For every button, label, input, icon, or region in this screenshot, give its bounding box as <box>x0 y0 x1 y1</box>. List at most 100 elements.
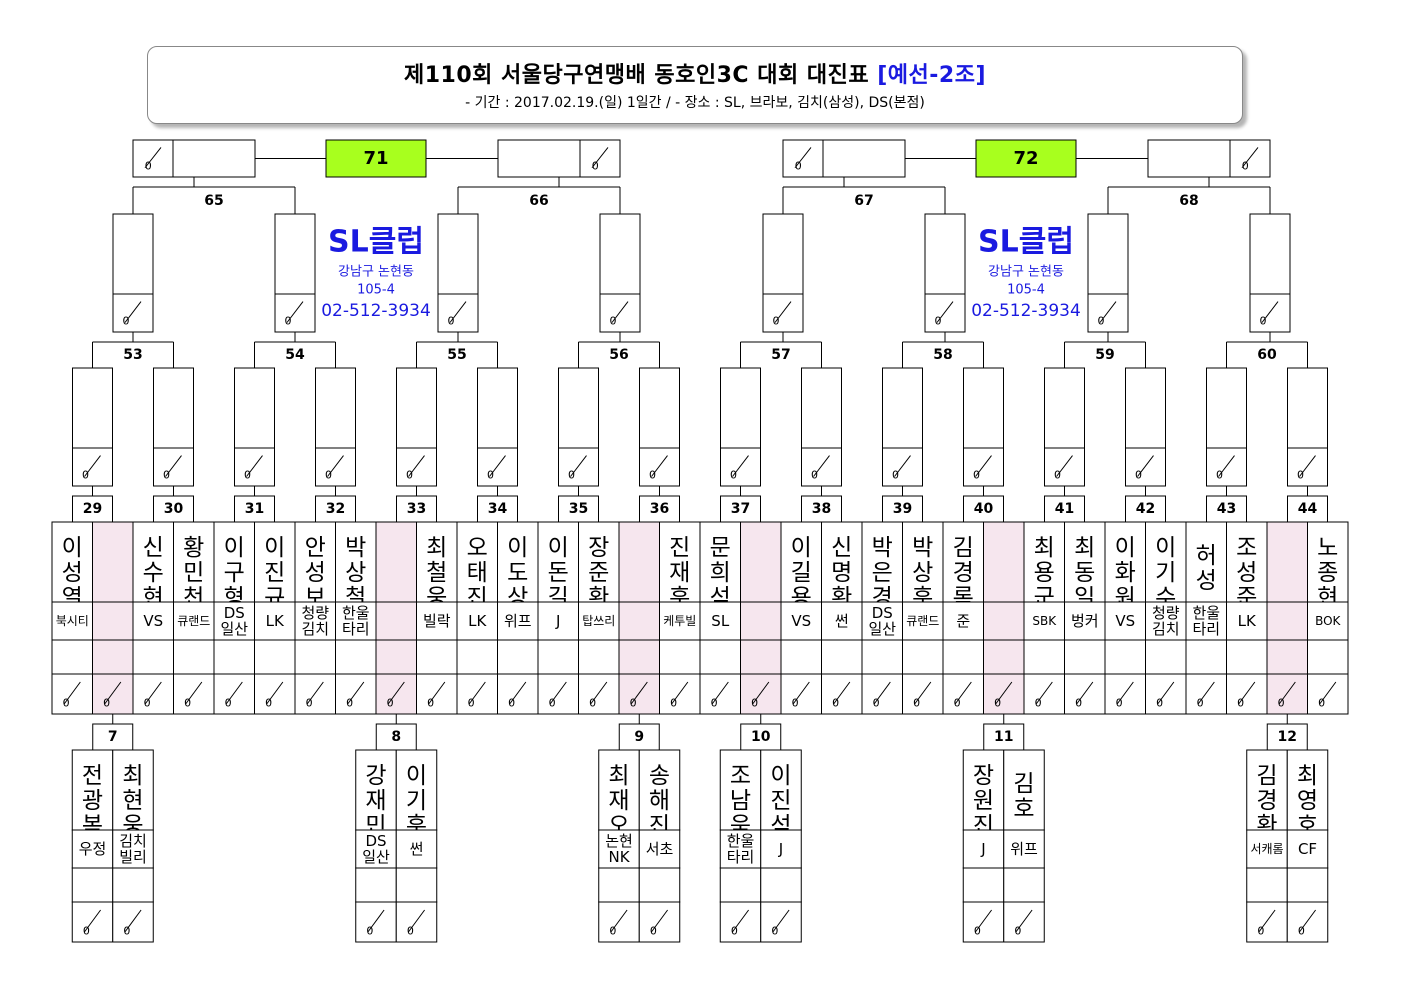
score-cell[interactable] <box>254 673 296 715</box>
score-cell[interactable] <box>416 673 458 715</box>
score-cell[interactable] <box>375 673 417 715</box>
player-name-cell[interactable] <box>659 521 701 603</box>
score-cell[interactable] <box>1003 901 1045 943</box>
player-name-cell[interactable] <box>1003 749 1045 831</box>
round2-slot[interactable] <box>315 367 356 487</box>
player-name-cell[interactable] <box>92 521 134 603</box>
score-cell[interactable] <box>335 673 377 715</box>
score-cell[interactable] <box>497 673 539 715</box>
player-name-cell[interactable] <box>1104 521 1146 603</box>
score-cell[interactable] <box>71 901 114 943</box>
finals-slot[interactable] <box>1147 139 1271 178</box>
score-cell[interactable] <box>861 673 903 715</box>
round2-slot[interactable] <box>882 367 923 487</box>
player-name-cell[interactable] <box>638 749 681 831</box>
player-name-cell[interactable] <box>1246 749 1288 831</box>
score-cell[interactable] <box>699 673 741 715</box>
round2-slot[interactable] <box>234 367 275 487</box>
score-cell[interactable] <box>294 673 336 715</box>
round2-slot[interactable] <box>801 367 842 487</box>
player-name-cell[interactable] <box>1266 521 1308 603</box>
player-name-cell[interactable] <box>395 749 438 831</box>
score-cell[interactable] <box>1064 673 1106 715</box>
score-cell[interactable] <box>760 901 802 943</box>
score-cell[interactable] <box>537 673 579 715</box>
score-cell[interactable] <box>598 901 640 943</box>
score-cell[interactable] <box>132 673 174 715</box>
score-cell[interactable] <box>1226 673 1268 715</box>
player-name-cell[interactable] <box>375 521 417 603</box>
round2-slot[interactable] <box>1206 367 1247 487</box>
score-cell[interactable] <box>578 673 620 715</box>
score-cell[interactable] <box>719 901 762 943</box>
score-cell[interactable] <box>456 673 498 715</box>
finals-slot[interactable] <box>782 139 906 178</box>
score-cell[interactable] <box>213 673 255 715</box>
finals-slot[interactable] <box>497 139 621 178</box>
player-name-cell[interactable] <box>335 521 377 603</box>
score-cell[interactable] <box>1185 673 1227 715</box>
score-cell[interactable] <box>821 673 863 715</box>
score-cell[interactable] <box>902 673 944 715</box>
score-cell[interactable] <box>780 673 822 715</box>
round3-slot[interactable] <box>112 213 154 333</box>
score-cell[interactable] <box>51 673 93 715</box>
score-cell[interactable] <box>983 673 1025 715</box>
player-name-cell[interactable] <box>942 521 984 603</box>
player-name-cell[interactable] <box>456 521 498 603</box>
player-name-cell[interactable] <box>740 521 782 603</box>
player-name-cell[interactable] <box>112 749 154 831</box>
player-name-cell[interactable] <box>254 521 296 603</box>
score-cell[interactable] <box>112 901 154 943</box>
score-cell[interactable] <box>740 673 782 715</box>
round3-slot[interactable] <box>924 213 966 333</box>
player-name-cell[interactable] <box>983 521 1025 603</box>
score-cell[interactable] <box>1307 673 1349 715</box>
score-cell[interactable] <box>173 673 215 715</box>
round2-slot[interactable] <box>963 367 1004 487</box>
score-cell[interactable] <box>395 901 438 943</box>
player-name-cell[interactable] <box>1064 521 1106 603</box>
round3-slot[interactable] <box>1087 213 1129 333</box>
round2-slot[interactable] <box>477 367 518 487</box>
player-name-cell[interactable] <box>719 749 762 831</box>
score-cell[interactable] <box>92 673 134 715</box>
score-cell[interactable] <box>1104 673 1146 715</box>
player-name-cell[interactable] <box>355 749 397 831</box>
score-cell[interactable] <box>1023 673 1065 715</box>
player-name-cell[interactable] <box>760 749 802 831</box>
round3-slot[interactable] <box>599 213 641 333</box>
round2-slot[interactable] <box>558 367 599 487</box>
score-cell[interactable] <box>659 673 701 715</box>
round2-slot[interactable] <box>396 367 437 487</box>
player-name-cell[interactable] <box>537 521 579 603</box>
round3-slot[interactable] <box>274 213 316 333</box>
player-name-cell[interactable] <box>902 521 944 603</box>
player-name-cell[interactable] <box>618 521 660 603</box>
round2-slot[interactable] <box>1287 367 1328 487</box>
score-cell[interactable] <box>1286 901 1329 943</box>
player-name-cell[interactable] <box>213 521 255 603</box>
round3-slot[interactable] <box>437 213 479 333</box>
round2-slot[interactable] <box>639 367 680 487</box>
score-cell[interactable] <box>355 901 397 943</box>
round2-slot[interactable] <box>72 367 113 487</box>
round2-slot[interactable] <box>1125 367 1166 487</box>
round3-slot[interactable] <box>1249 213 1291 333</box>
round3-slot[interactable] <box>762 213 804 333</box>
round2-slot[interactable] <box>720 367 761 487</box>
round2-slot[interactable] <box>1044 367 1085 487</box>
player-name-cell[interactable] <box>821 521 863 603</box>
player-name-cell[interactable] <box>1286 749 1329 831</box>
score-cell[interactable] <box>962 901 1005 943</box>
player-name-cell[interactable] <box>294 521 336 603</box>
score-cell[interactable] <box>1145 673 1187 715</box>
player-name-cell[interactable] <box>1307 521 1349 603</box>
finals-slot[interactable] <box>132 139 256 178</box>
score-cell[interactable] <box>1266 673 1308 715</box>
player-name-cell[interactable] <box>132 521 174 603</box>
score-cell[interactable] <box>942 673 984 715</box>
score-cell[interactable] <box>1246 901 1288 943</box>
score-cell[interactable] <box>618 673 660 715</box>
round2-slot[interactable] <box>153 367 194 487</box>
